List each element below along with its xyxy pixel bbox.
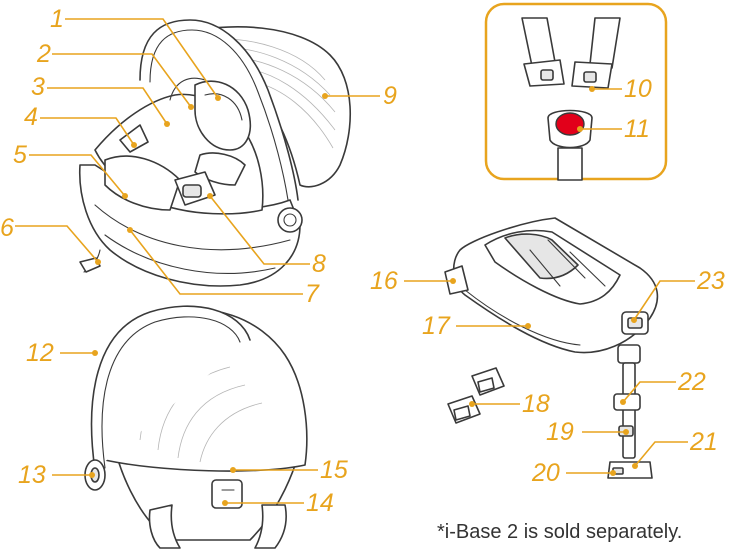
callout-number-5: 5: [13, 141, 27, 169]
callout-number-22: 22: [677, 368, 706, 396]
callout-number-7: 7: [305, 280, 320, 308]
callout-number-4: 4: [24, 103, 38, 131]
callout-number-16: 16: [370, 267, 398, 295]
callout-number-8: 8: [312, 250, 326, 278]
callouts-buckle: 10 11: [577, 75, 652, 143]
isofix-guides-illustration: [447, 367, 505, 424]
buckle-inset-panel: [484, 2, 668, 181]
callout-number-11: 11: [624, 115, 650, 143]
callout-number-12: 12: [26, 339, 54, 367]
isofix-base-illustration: [444, 217, 659, 479]
callouts-rear-view: 12 13 14 15: [18, 339, 348, 517]
callouts-car-seat: 1 2 3 4 5 6 7 8 9: [0, 5, 397, 308]
buckle-release-button: [555, 112, 585, 136]
car-seat-rear-illustration: [84, 305, 308, 549]
callout-number-14: 14: [306, 489, 334, 517]
callouts-base: 16 17 18 19 20 21 22 23: [370, 267, 725, 487]
callout-number-6: 6: [0, 214, 14, 242]
callout-number-10: 10: [624, 75, 652, 103]
callout-number-13: 13: [18, 461, 46, 489]
callout-number-18: 18: [522, 390, 550, 418]
callout-number-17: 17: [422, 312, 451, 340]
callout-number-23: 23: [696, 267, 725, 295]
callout-number-21: 21: [689, 428, 718, 456]
callout-number-19: 19: [546, 418, 574, 446]
footnote-sold-separately: *i-Base 2 is sold separately.: [437, 521, 683, 543]
callout-number-20: 20: [531, 459, 560, 487]
callout-number-15: 15: [320, 456, 348, 484]
callout-number-9: 9: [383, 82, 397, 110]
callout-number-3: 3: [31, 73, 45, 101]
car-seat-illustration: [78, 19, 352, 287]
callout-number-1: 1: [50, 5, 64, 33]
callout-number-2: 2: [36, 40, 51, 68]
